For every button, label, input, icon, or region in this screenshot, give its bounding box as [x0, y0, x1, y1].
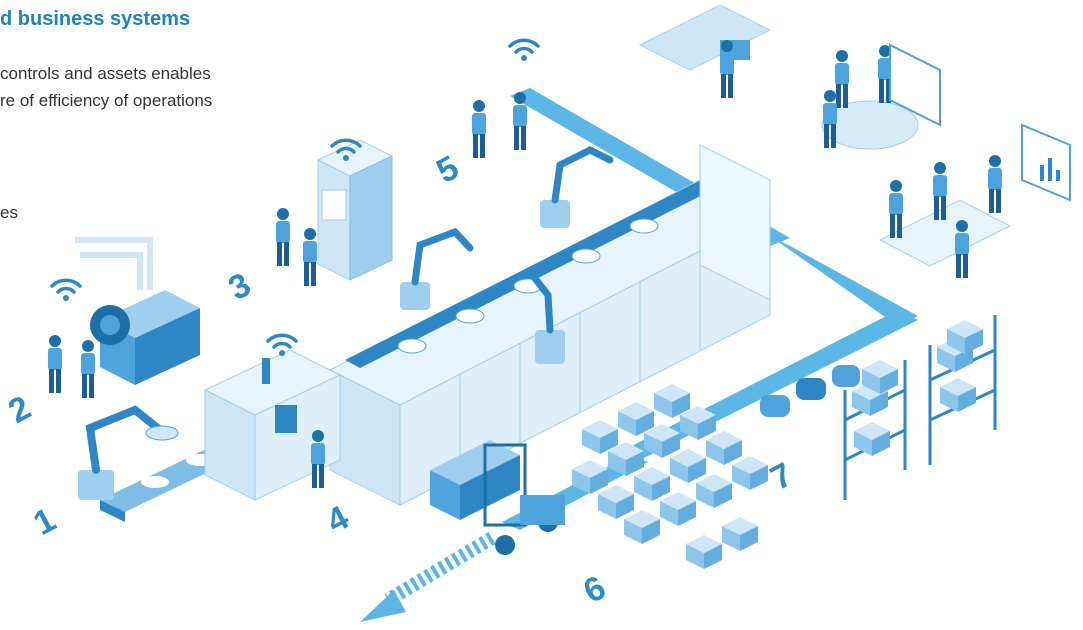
pallet-stack [572, 384, 768, 569]
step-number-3: 3 [222, 265, 257, 307]
step-number-7: 7 [764, 455, 799, 497]
arrow-left-down-icon [360, 590, 406, 622]
station-6 [430, 384, 768, 569]
station-2 [48, 237, 200, 398]
cut-off-text: es [0, 203, 18, 222]
robot-arm-1 [400, 227, 474, 310]
section-heading: d business systems [0, 8, 191, 30]
exit-arrow [360, 531, 496, 622]
robot-arm-3 [526, 268, 565, 364]
intro-line-2: re of efficiency of operations [0, 91, 213, 110]
intro-text: controls and assets enables re of effici… [0, 60, 212, 114]
step-number-1: 1 [27, 500, 62, 542]
station-3 [276, 138, 394, 286]
step-number-2: 2 [2, 388, 37, 430]
office-area [638, 4, 1071, 278]
intro-line-1: controls and assets enables [0, 64, 211, 83]
storage-rack [843, 315, 997, 500]
production-line [328, 144, 772, 506]
step-number-4: 4 [320, 498, 355, 540]
station-4 [203, 333, 342, 501]
robot-arm-2 [540, 146, 614, 228]
step-number-6: 6 [577, 568, 612, 610]
step-number-5: 5 [430, 148, 465, 190]
station-7 [760, 315, 997, 500]
